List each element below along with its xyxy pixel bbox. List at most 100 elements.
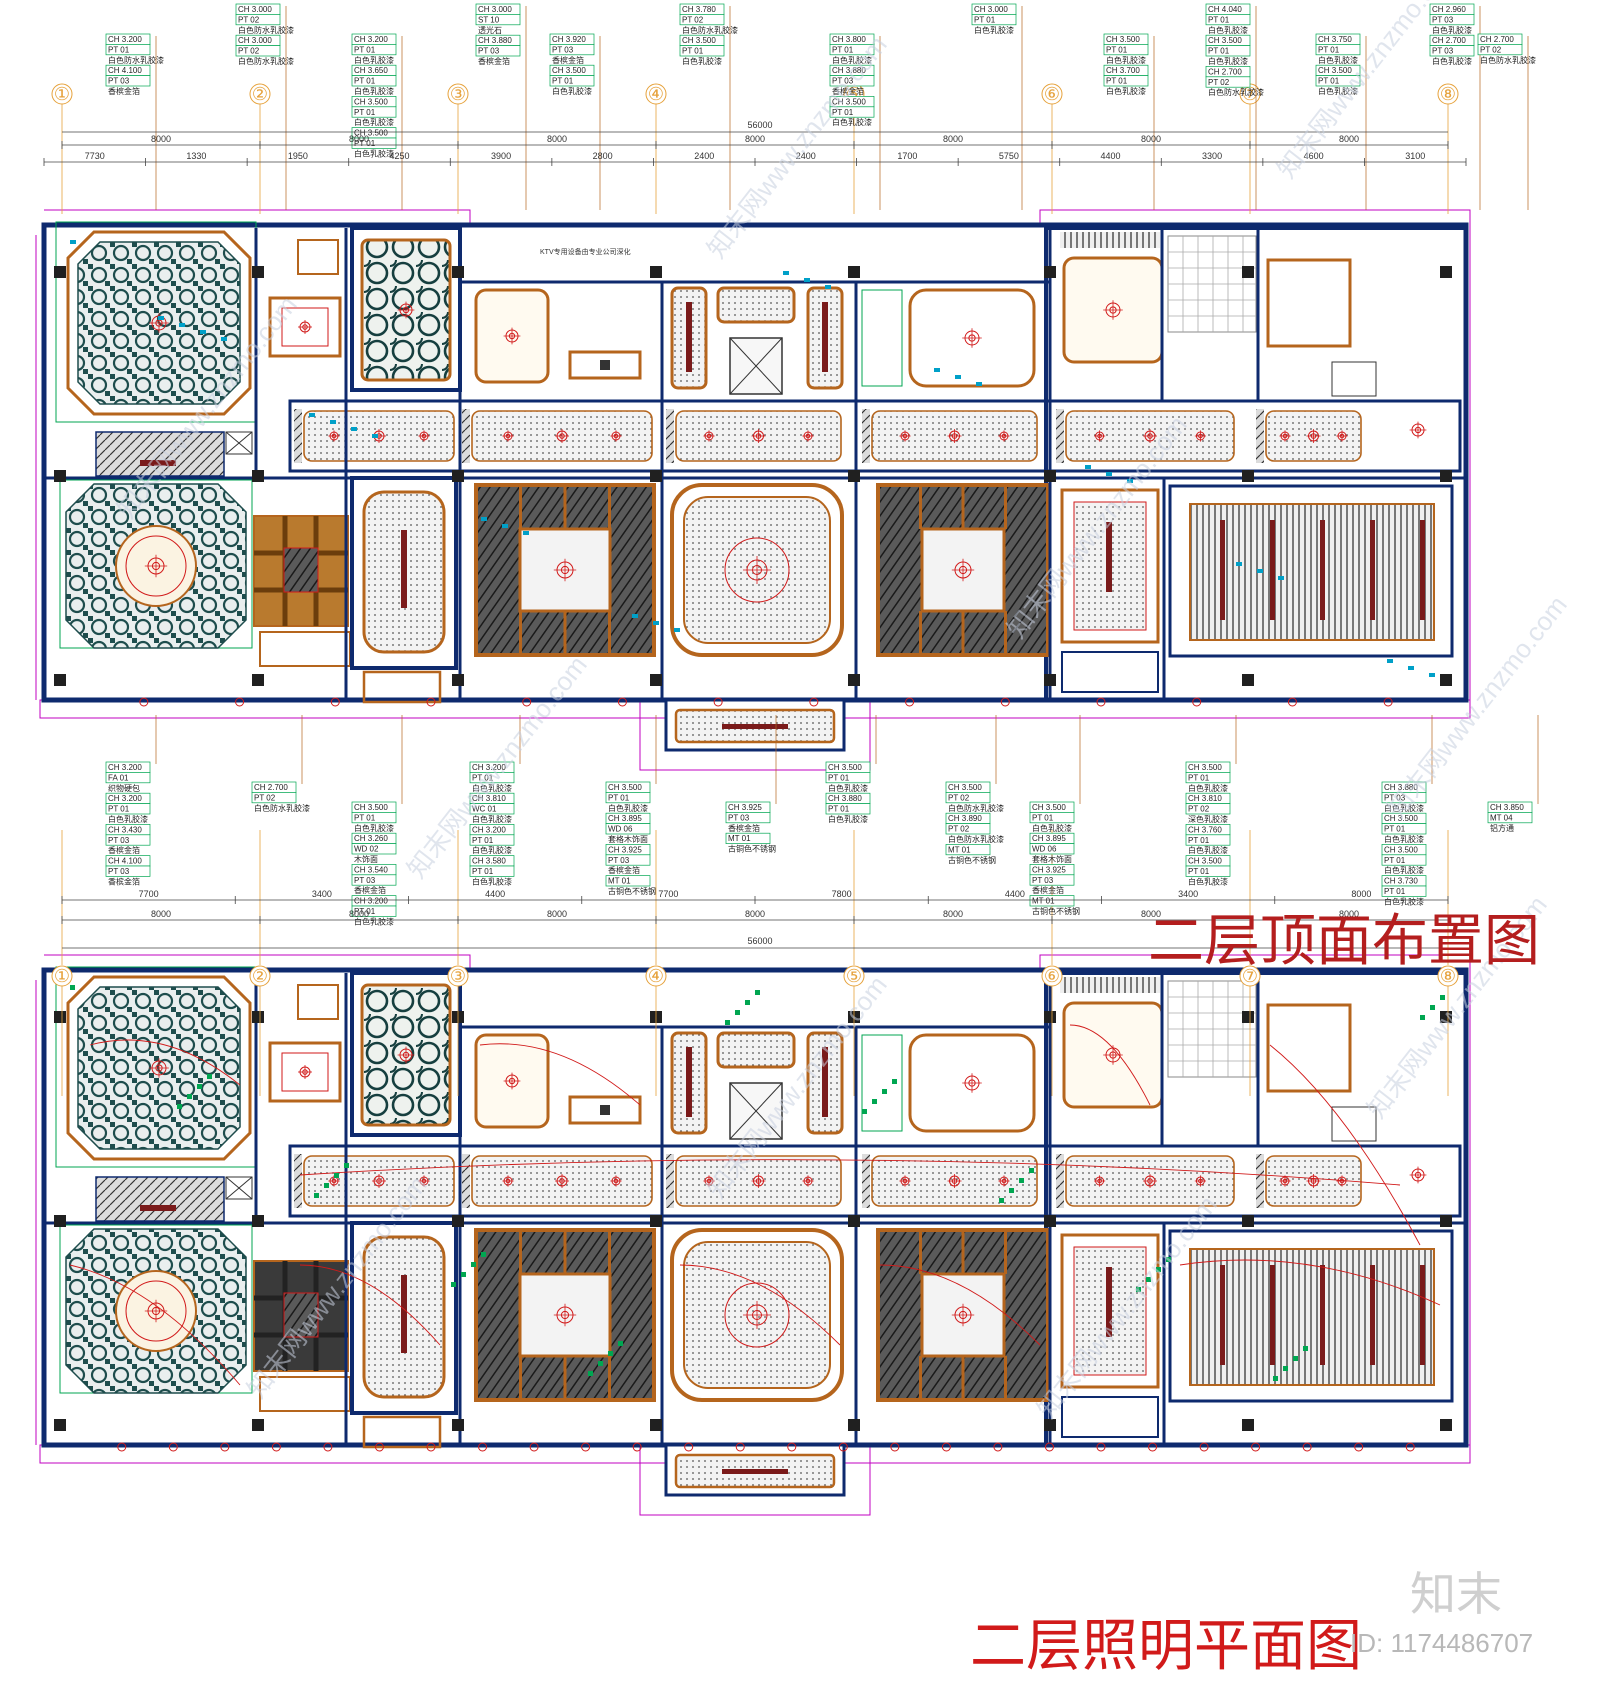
tag-box bbox=[105, 772, 151, 784]
switch-marker bbox=[1166, 1257, 1171, 1262]
tag-material: 白色乳胶漆 bbox=[354, 86, 394, 96]
air-vent bbox=[1127, 479, 1133, 483]
tag-material: 香槟金箔 bbox=[108, 86, 140, 96]
tag-code: PT 02 bbox=[1208, 78, 1230, 87]
tag-code: CH 4.100 bbox=[108, 66, 142, 75]
tag-box bbox=[829, 75, 875, 87]
switch-marker bbox=[588, 1371, 593, 1376]
shaft-box bbox=[225, 431, 253, 455]
air-vent bbox=[976, 382, 982, 386]
dim-value: 8000 bbox=[1351, 889, 1371, 899]
tag-material: 白色乳胶漆 bbox=[472, 783, 512, 793]
downlight bbox=[632, 1442, 642, 1452]
tag-box bbox=[469, 865, 515, 877]
tag-material: 白色乳胶漆 bbox=[1384, 834, 1424, 844]
linear-light bbox=[1370, 520, 1375, 620]
switch-marker bbox=[1440, 995, 1445, 1000]
tag-code: PT 01 bbox=[608, 793, 630, 802]
tag-box bbox=[1429, 45, 1475, 57]
tag-code: CH 3.925 bbox=[728, 803, 762, 812]
tag-code: PT 02 bbox=[238, 15, 260, 24]
tag-box bbox=[105, 75, 151, 87]
tag-code: PT 01 bbox=[354, 139, 376, 148]
downlight bbox=[1354, 1442, 1364, 1452]
switch-marker bbox=[882, 1089, 887, 1094]
axis-label: ⑥ bbox=[1044, 84, 1060, 104]
tag-code: CH 3.500 bbox=[1208, 36, 1242, 45]
tag-code: PT 01 bbox=[472, 836, 494, 845]
tag-material: 白色防水乳胶漆 bbox=[682, 25, 738, 35]
air-vent bbox=[825, 285, 831, 289]
downlight bbox=[1383, 697, 1393, 707]
tag-material: 白色乳胶漆 bbox=[354, 916, 394, 926]
structural-column bbox=[252, 266, 264, 278]
tag-box bbox=[351, 75, 397, 87]
tag-code: PT 01 bbox=[354, 813, 376, 822]
tag-code: PT 01 bbox=[1208, 47, 1230, 56]
tag-code: CH 3.000 bbox=[478, 5, 512, 14]
tag-code: CH 3.895 bbox=[1032, 834, 1066, 843]
linear-light bbox=[1420, 520, 1425, 620]
tag-material: 白色乳胶漆 bbox=[1032, 823, 1072, 833]
tag-material: 白色防水乳胶漆 bbox=[948, 803, 1004, 813]
tag-box bbox=[1103, 44, 1149, 56]
axis-label: ② bbox=[252, 84, 268, 104]
structural-column bbox=[1242, 266, 1254, 278]
wiring-run bbox=[69, 1264, 241, 1386]
wiring-run bbox=[1179, 1259, 1441, 1306]
dim-value: 4400 bbox=[1100, 151, 1120, 161]
tag-box bbox=[605, 875, 651, 887]
dim-value: 4250 bbox=[389, 151, 409, 161]
tag-code: PT 03 bbox=[108, 77, 130, 86]
axis-label: ① bbox=[54, 966, 70, 986]
dim-value: 8000 bbox=[1141, 134, 1161, 144]
linear-light bbox=[1320, 1265, 1325, 1365]
tag-code: PT 03 bbox=[608, 856, 630, 865]
switch-marker bbox=[1293, 1356, 1298, 1361]
tag-box bbox=[1381, 823, 1427, 835]
switch-marker bbox=[1303, 1346, 1308, 1351]
dim-value: 8000 bbox=[151, 134, 171, 144]
tag-box bbox=[1381, 792, 1427, 804]
tag-box bbox=[351, 874, 397, 886]
switch-marker bbox=[1430, 1005, 1435, 1010]
tag-code: PT 01 bbox=[1384, 887, 1406, 896]
tag-code: PT 01 bbox=[552, 77, 574, 86]
tag-code: PT 01 bbox=[1318, 77, 1340, 86]
tag-code: CH 3.500 bbox=[1188, 857, 1222, 866]
axis-label: ① bbox=[54, 84, 70, 104]
tag-material: 白色乳胶漆 bbox=[354, 55, 394, 65]
tag-box bbox=[351, 106, 397, 118]
tag-code: CH 3.500 bbox=[1384, 845, 1418, 854]
tag-material: 套格木饰面 bbox=[1032, 854, 1072, 864]
linear-light bbox=[722, 724, 788, 729]
tag-code: CH 3.500 bbox=[1032, 803, 1066, 812]
lighting-plan-title: 二层照明平面图 bbox=[970, 1614, 1362, 1679]
structural-column bbox=[1242, 674, 1254, 686]
ceiling-tray bbox=[1266, 258, 1352, 348]
ceiling-tray bbox=[1266, 1003, 1352, 1093]
aluminium-slat-ceiling bbox=[1189, 503, 1435, 641]
feature-wall bbox=[95, 431, 225, 477]
tag-material: 白色乳胶漆 bbox=[1208, 25, 1248, 35]
tag-material: 白色乳胶漆 bbox=[472, 876, 512, 886]
switch-marker bbox=[872, 1099, 877, 1104]
air-vent bbox=[955, 375, 961, 379]
tag-code: PT 03 bbox=[478, 47, 500, 56]
downlight bbox=[617, 697, 627, 707]
tag-code: CH 3.500 bbox=[948, 783, 982, 792]
air-vent bbox=[1429, 673, 1435, 677]
tag-material: 香槟金箔 bbox=[108, 876, 140, 886]
downlight bbox=[890, 1442, 900, 1452]
downlight bbox=[529, 1442, 539, 1452]
wiring-run bbox=[1269, 1044, 1421, 1246]
tag-material: 白色乳胶漆 bbox=[354, 823, 394, 833]
structural-column bbox=[452, 266, 464, 278]
tag-code: PT 02 bbox=[1480, 45, 1502, 54]
switch-marker bbox=[344, 1163, 349, 1168]
linear-light bbox=[1220, 1265, 1225, 1365]
downlight bbox=[1192, 697, 1202, 707]
tag-code: PT 01 bbox=[1188, 836, 1210, 845]
structural-column bbox=[54, 1011, 66, 1023]
